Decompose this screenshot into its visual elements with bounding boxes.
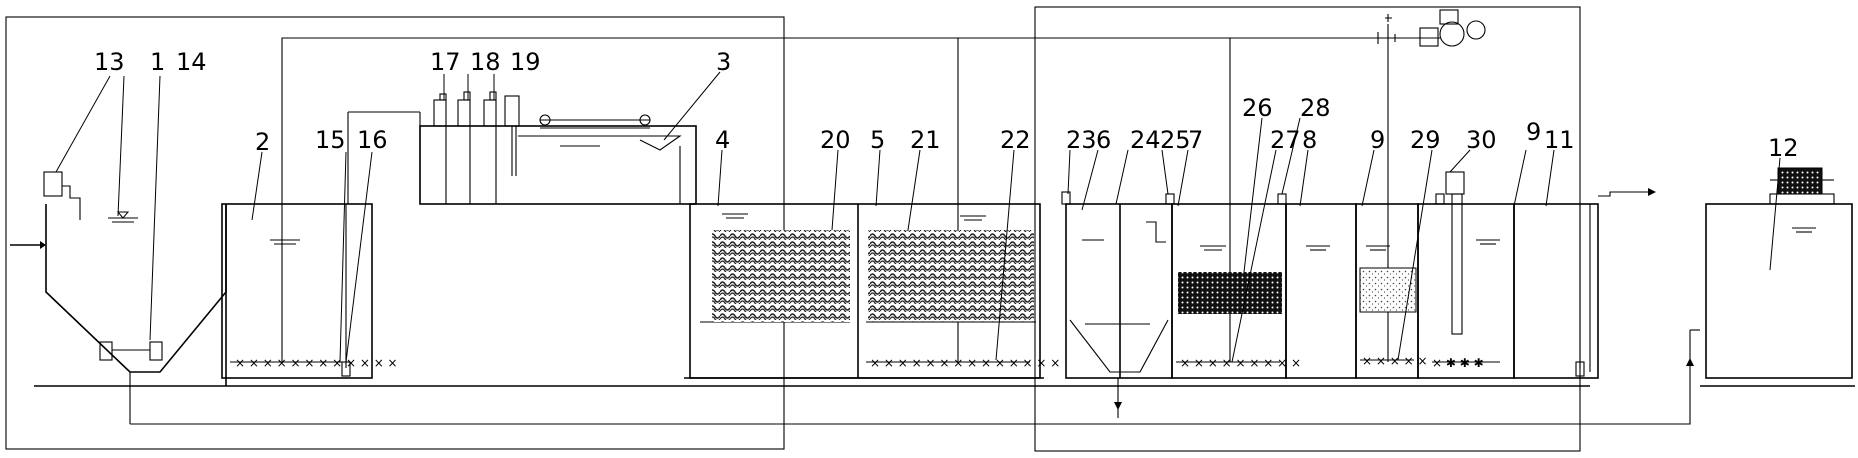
tank-9-filter: × × × × × (1355, 203, 1428, 379)
label-24: 24 (1130, 126, 1161, 154)
svg-text:× ✱ ✱ ✱: × ✱ ✱ ✱ (1432, 356, 1484, 370)
label-11: 11 (1544, 126, 1575, 154)
label-15: 15 (315, 126, 346, 154)
label-1: 1 (150, 48, 165, 76)
tank-7-mbbr: × × × × × × × × × (1165, 193, 1301, 379)
tank-6-settler (1061, 191, 1173, 418)
tanks-4-5-biofilm: × × × × × × × × × × × × × × (684, 203, 1060, 379)
label-14: 14 (176, 48, 207, 76)
label-9a: 9 (1370, 126, 1385, 154)
label-19: 19 (510, 48, 541, 76)
air-main-pipe (281, 24, 1440, 362)
dosing-unit-3 (419, 91, 697, 205)
svg-text:× × × × × × × × × × × × × ×: × × × × × × × × × × × × × × (870, 356, 1060, 370)
blower-icon (1377, 9, 1486, 47)
label-17: 17 (430, 48, 461, 76)
label-9b: 9 (1526, 118, 1541, 146)
label-28: 28 (1300, 94, 1331, 122)
label-6: 6 (1096, 126, 1111, 154)
label-2: 2 (255, 128, 270, 156)
label-27: 27 (1270, 126, 1301, 154)
svg-text:× × × × ×: × × × × × (1362, 354, 1428, 368)
right-enclosure-frame (1034, 6, 1581, 452)
label-18: 18 (470, 48, 501, 76)
label-3: 3 (716, 48, 731, 76)
label-25: 25 (1160, 126, 1191, 154)
label-4: 4 (715, 126, 730, 154)
label-26: 26 (1242, 94, 1273, 122)
label-23: 23 (1066, 126, 1097, 154)
tank-8 (1285, 203, 1357, 379)
component-labels: 1 2 3 4 5 6 7 8 9 9 11 12 13 14 15 16 17… (94, 48, 1799, 162)
label-5: 5 (870, 126, 885, 154)
tank-9b-disinfection: × ✱ ✱ ✱ (1417, 171, 1515, 379)
label-7: 7 (1188, 126, 1203, 154)
label-30: 30 (1466, 126, 1497, 154)
label-16: 16 (357, 126, 388, 154)
svg-text:× × × × × × × × ×: × × × × × × × × × (1180, 356, 1301, 370)
svg-text:× × × × × × × × × × × ×: × × × × × × × × × × × × (235, 356, 398, 370)
tank-12-sludge (1705, 167, 1853, 379)
label-12: 12 (1768, 134, 1799, 162)
label-8: 8 (1302, 126, 1317, 154)
label-29: 29 (1410, 126, 1441, 154)
label-21: 21 (910, 126, 941, 154)
leader-lines (55, 71, 1781, 363)
label-20: 20 (820, 126, 851, 154)
label-13: 13 (94, 48, 125, 76)
left-enclosure-frame (5, 16, 785, 450)
tank-11 (1513, 188, 1656, 379)
label-22: 22 (1000, 126, 1031, 154)
